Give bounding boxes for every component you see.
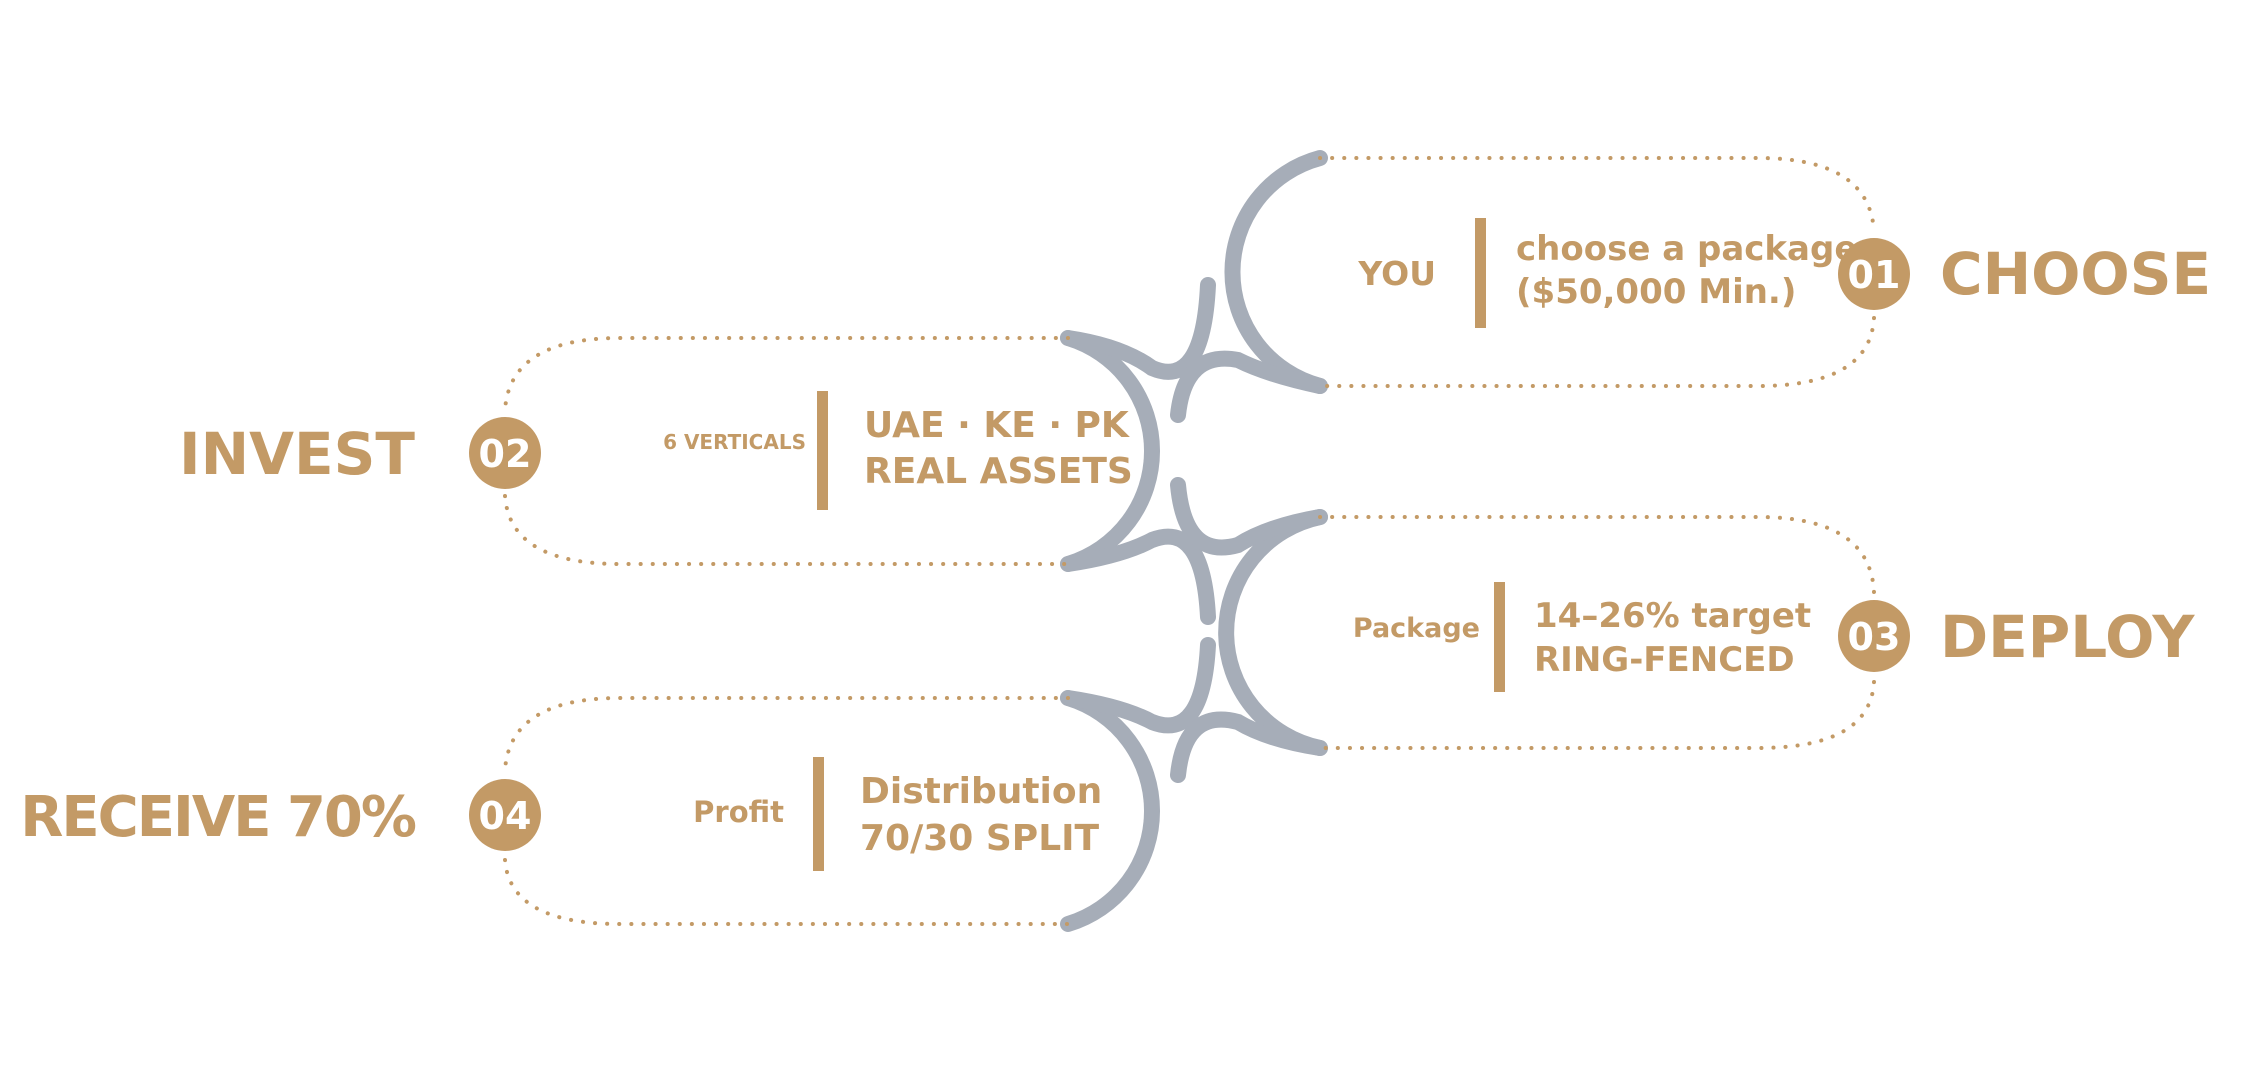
outline-step-02 (503, 336, 1070, 566)
step-label: Profit (693, 795, 784, 829)
step-title: INVEST (179, 420, 415, 488)
connector-bridge-03 (1060, 528, 1216, 625)
connector-arc-02 (1060, 330, 1161, 572)
outline-step-01 (1318, 156, 1876, 388)
step-label: 6 VERTICALS (663, 430, 806, 454)
step-title: RECEIVE 70% (20, 785, 416, 850)
step-title: DEPLOY (1940, 603, 2195, 671)
step-number: 04 (479, 794, 532, 838)
step-number: 02 (479, 432, 532, 476)
connector-arc-04 (1060, 690, 1161, 932)
step-receive: Profit Distribution 70/30 SPLIT 04 RECEI… (20, 757, 1102, 871)
step-divider (1494, 582, 1505, 692)
step-text-line-1: 14–26% target (1534, 596, 1811, 636)
step-divider (817, 391, 828, 510)
connector-bridge-01 (1060, 277, 1216, 380)
connector-bridge-06 (1170, 711, 1328, 783)
connector-bridge-05 (1060, 637, 1216, 734)
outline-step-03 (1318, 515, 1876, 750)
step-deploy: Package 14–26% target RING-FENCED 03 DEP… (1353, 582, 2195, 692)
step-label: Package (1353, 613, 1480, 644)
step-number-badge (1838, 600, 1910, 672)
step-number-badge (469, 417, 541, 489)
outline-step-04 (503, 696, 1070, 926)
step-invest: 6 VERTICALS UAE · KE · PK REAL ASSETS 02… (179, 391, 1133, 510)
step-text-line-1: choose a package (1516, 229, 1857, 269)
connector-bridge-04 (1170, 477, 1328, 556)
step-label: YOU (1357, 254, 1436, 293)
connector-arc-01 (1224, 150, 1328, 394)
connector-bridge-02 (1170, 350, 1328, 423)
step-divider (813, 757, 824, 871)
step-text-line-2: ($50,000 Min.) (1516, 272, 1796, 312)
step-text-line-1: UAE · KE · PK (864, 405, 1130, 446)
step-number: 03 (1848, 615, 1901, 659)
step-title: CHOOSE (1940, 240, 2211, 308)
step-number-badge (469, 779, 541, 851)
step-text-line-2: 70/30 SPLIT (860, 818, 1100, 859)
step-number-badge (1838, 238, 1910, 310)
step-divider (1475, 218, 1486, 328)
step-choose: YOU choose a package ($50,000 Min.) 01 C… (1357, 218, 2211, 328)
connector-spine (1060, 150, 1328, 932)
step-text-line-2: RING-FENCED (1534, 640, 1795, 680)
step-outlines (503, 156, 1876, 926)
step-text-line-2: REAL ASSETS (864, 451, 1133, 492)
step-text-line-1: Distribution (860, 771, 1102, 812)
step-number: 01 (1848, 253, 1901, 297)
